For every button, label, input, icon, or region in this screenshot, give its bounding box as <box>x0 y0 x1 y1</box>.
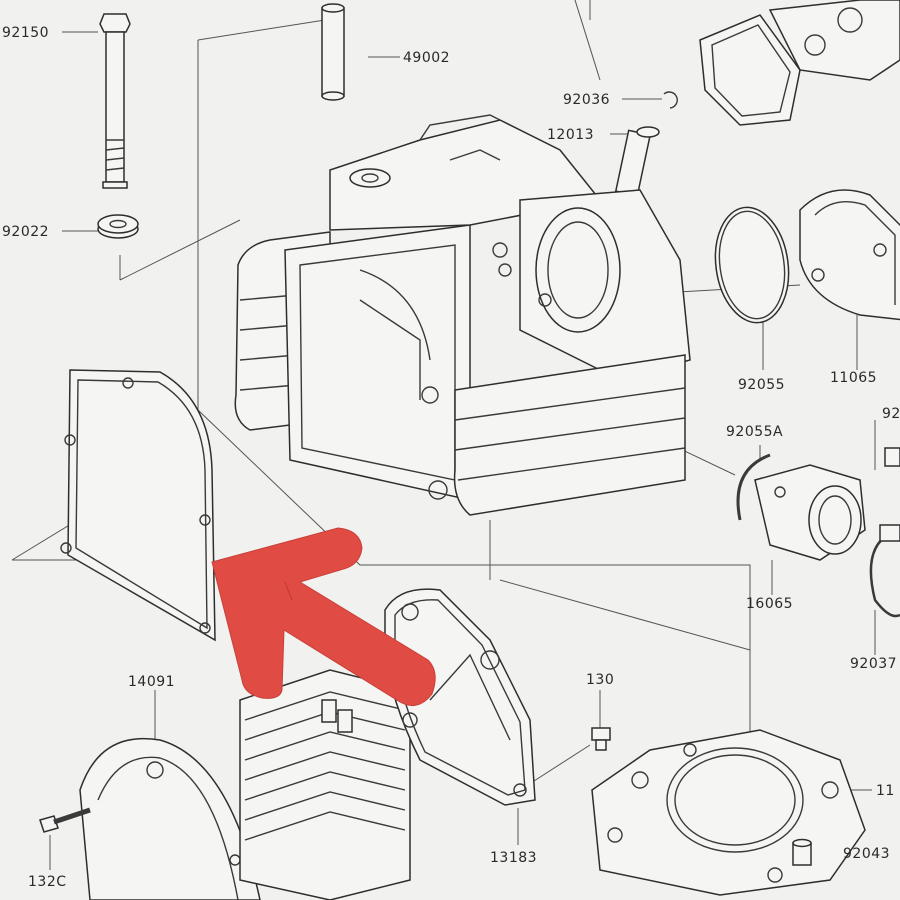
bolt-92150 <box>99 13 131 189</box>
washer-92022 <box>97 214 139 239</box>
label-92150: 92150 <box>2 25 49 41</box>
red-arrow-pointer <box>211 527 436 707</box>
label-truncated-92: 92 <box>882 406 900 422</box>
label-11065: 11065 <box>830 370 877 386</box>
bolt-132C <box>39 807 91 833</box>
clamp-92037 <box>869 524 900 618</box>
label-truncated-11: 11 <box>876 783 895 799</box>
sleeve-49002 <box>321 3 345 101</box>
label-14091: 14091 <box>128 674 175 690</box>
cylinder-head <box>234 114 691 516</box>
label-16065: 16065 <box>746 596 793 612</box>
label-92043: 92043 <box>843 846 890 862</box>
label-92037: 92037 <box>850 656 897 672</box>
o-ring-92055 <box>714 206 790 324</box>
label-13183: 13183 <box>490 850 537 866</box>
cap-11065 <box>799 189 900 321</box>
cylinder-block <box>239 669 411 900</box>
label-92022: 92022 <box>2 224 49 240</box>
label-12013: 12013 <box>547 127 594 143</box>
clip-92036 <box>663 91 678 109</box>
label-92055: 92055 <box>738 377 785 393</box>
bolt-130 <box>591 727 611 751</box>
dowel-92043 <box>792 838 812 866</box>
cover-14091 <box>79 737 261 900</box>
head-gasket <box>591 729 866 896</box>
bolt-right-edge <box>884 447 900 467</box>
label-49002: 49002 <box>403 50 450 66</box>
label-92036: 92036 <box>563 92 610 108</box>
label-92055A: 92055A <box>726 424 783 440</box>
side-gasket <box>60 369 216 642</box>
label-130: 130 <box>586 672 614 688</box>
valve-guide-12013 <box>614 126 660 197</box>
intake-pipe-16065 <box>754 464 866 561</box>
label-132C: 132C <box>28 874 67 890</box>
ring-92055A <box>736 453 771 521</box>
part-number-labels: 92150 49002 92036 12013 92022 92055 1106… <box>2 25 900 890</box>
top-right-cover <box>699 0 900 126</box>
